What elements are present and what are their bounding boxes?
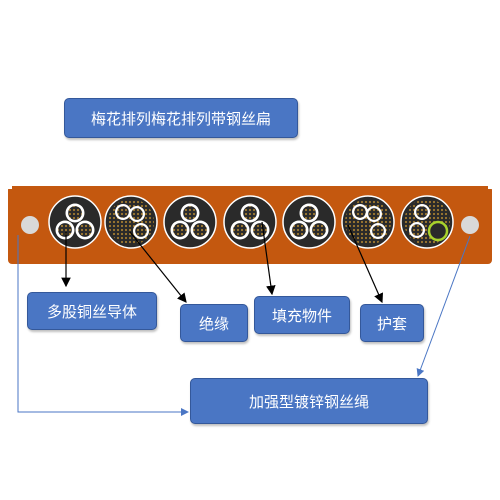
steel-wire-right — [461, 216, 479, 234]
cable-cores — [48, 195, 454, 249]
steel-wire-left — [21, 216, 39, 234]
conductor-strands — [345, 199, 391, 245]
core-1 — [48, 195, 102, 249]
insulation-label: 绝缘 — [180, 304, 248, 342]
sheath-notches — [8, 186, 492, 189]
core-2 — [104, 195, 158, 249]
conductor-strands — [108, 199, 154, 245]
black-arrows — [61, 221, 383, 304]
arrow-steel-wire-left — [17, 235, 189, 416]
filler-label: 填充物件 — [254, 296, 350, 334]
conductor-strands — [117, 206, 129, 218]
title-label: 梅花排列梅花排列带钢丝扁 — [64, 98, 298, 138]
arrow-filler — [261, 221, 276, 296]
conductor-strands — [243, 206, 257, 220]
conductor-strands — [58, 223, 72, 237]
blue-arrows — [17, 235, 471, 416]
conductor-strands — [78, 223, 92, 237]
core-4 — [223, 195, 277, 249]
conductor-strands — [131, 208, 143, 220]
core-5 — [282, 195, 336, 249]
conductor-strands — [183, 206, 197, 220]
conductor-strands — [302, 206, 316, 220]
conductor-strands — [193, 223, 207, 237]
core-7 — [400, 195, 454, 249]
conductor-strands — [372, 225, 384, 237]
conductor-strands — [253, 223, 267, 237]
conductor-strands — [233, 223, 247, 237]
conductor-strands — [411, 224, 423, 236]
stranded-conductor-label: 多股铜丝导体 — [27, 292, 157, 330]
conductor-strands — [68, 206, 82, 220]
conductor-strands — [368, 208, 380, 220]
conductor-strands — [354, 206, 366, 218]
steel-wire-rope-label: 加强型镀锌钢丝绳 — [190, 378, 428, 424]
conductor-strands — [416, 206, 428, 218]
core-6 — [341, 195, 395, 249]
conductor-strands — [135, 225, 147, 237]
arrow-steel-wire-right — [416, 235, 471, 377]
sheath-label: 护套 — [360, 304, 424, 342]
conductor-strands — [292, 223, 306, 237]
conductor-strands — [312, 223, 326, 237]
arrow-sheath — [347, 224, 383, 304]
arrow-insulation — [129, 231, 187, 303]
conductor-strands — [173, 223, 187, 237]
core-3 — [163, 195, 217, 249]
ground-conductor — [427, 220, 449, 242]
